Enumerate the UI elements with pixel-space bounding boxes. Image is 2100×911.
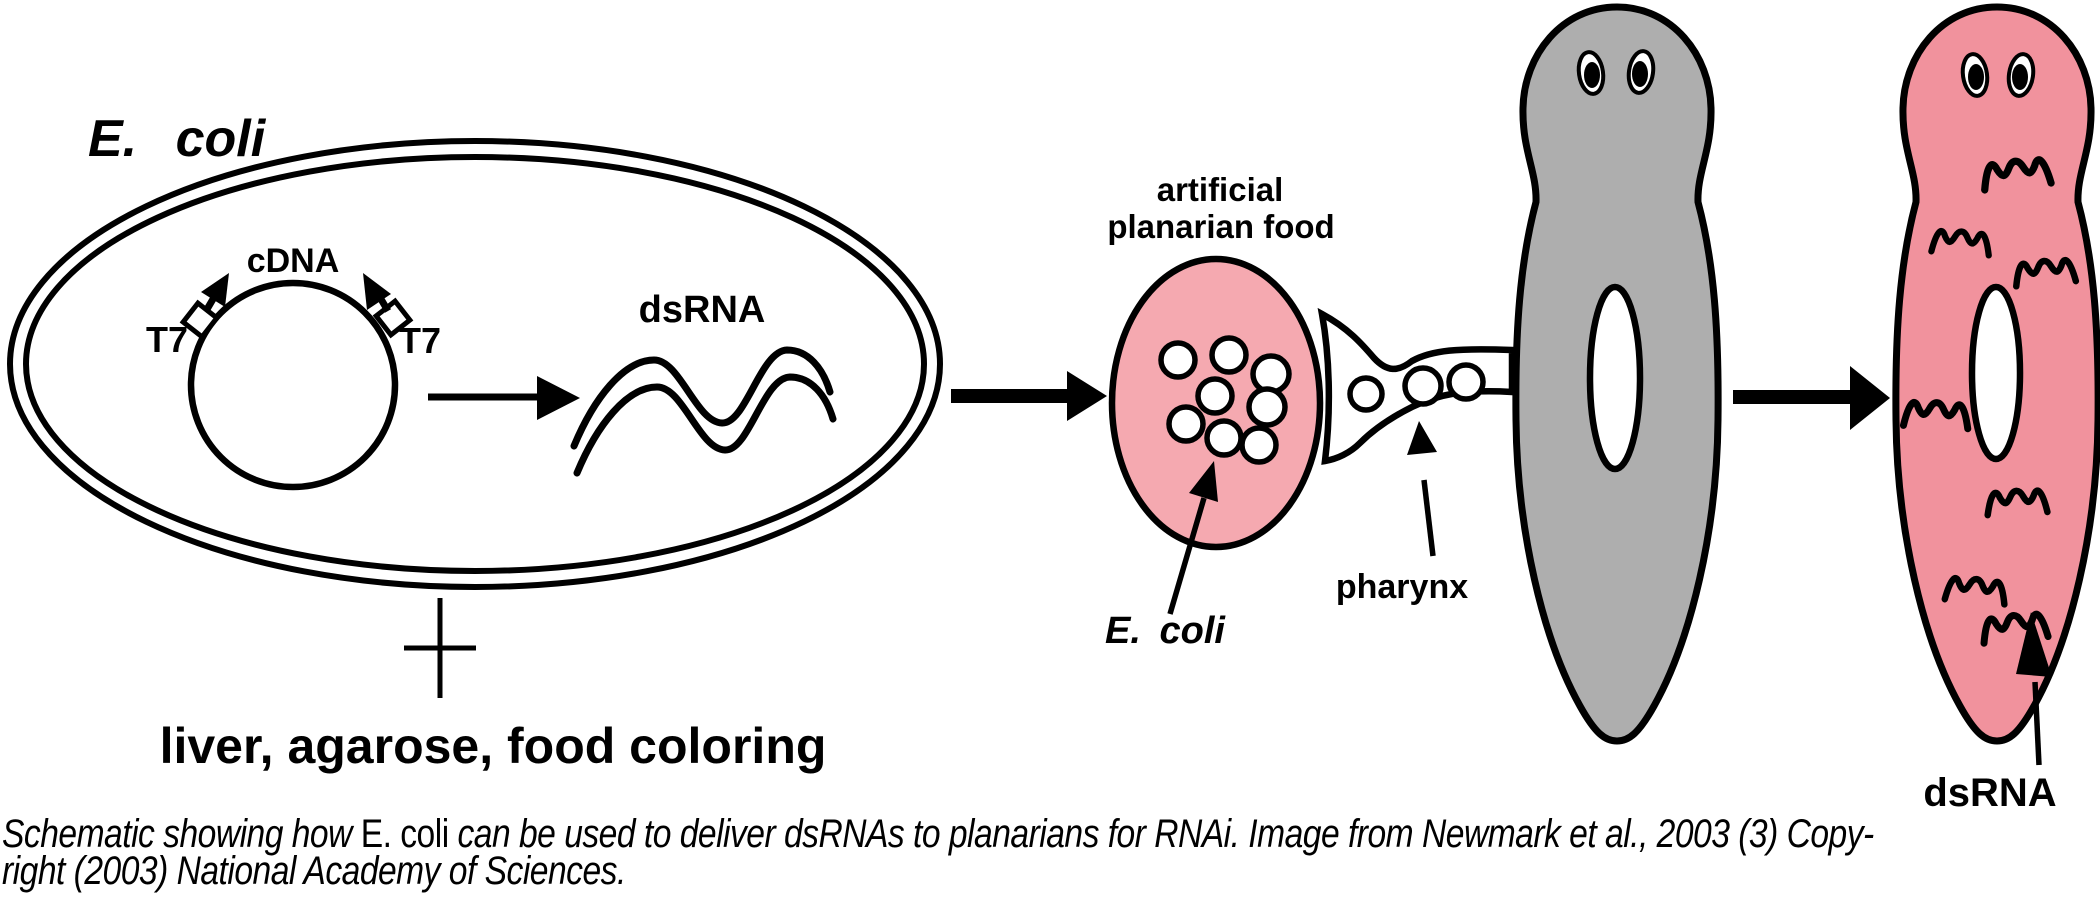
caption-line1-post: can be used to deliver dsRNAs to planari… [448, 812, 1874, 856]
pharynx-pointer-icon [1407, 421, 1437, 557]
worm-dsrna-label: dsRNA [1923, 771, 2056, 815]
planarian-pink [1892, 3, 2100, 745]
food-ecoli-pointer-icon [1167, 461, 1218, 615]
food-ecoli-label: E. coli [1105, 610, 1226, 652]
feeding-result-arrow-icon [1733, 366, 1890, 430]
pharynx-bacteria-dots [1347, 362, 1486, 413]
t7-promoter-right-icon [363, 273, 414, 339]
ecoli-cell-outline [7, 138, 943, 590]
plasmid-circle [187, 279, 399, 491]
t7-right-label: T7 [399, 320, 441, 361]
t7-left-label: T7 [146, 319, 188, 360]
t7-promoter-left-icon [179, 273, 229, 341]
mixture-label: liver, agarose, food coloring [160, 718, 827, 774]
figure-caption: Schematic showing how E. coli can be use… [2, 814, 2100, 893]
food-label-line2: planarian food [1107, 208, 1334, 245]
food-bacteria-dots [1158, 335, 1292, 465]
caption-line1: Schematic showing how E. coli can be use… [2, 814, 2100, 854]
caption-species: E. coli [360, 812, 449, 856]
cdna-label: cDNA [247, 242, 340, 280]
plus-symbol [404, 598, 476, 698]
food-blob [1108, 255, 1324, 551]
plasmid: cDNA T7 T7 [146, 242, 441, 491]
food-label-line1: artificial [1157, 171, 1284, 208]
gray-eyes-icon [1576, 49, 1656, 96]
dsrna-squiggles [1899, 156, 2080, 647]
dsrna-cell-label: dsRNA [639, 289, 766, 331]
pharynx-label: pharynx [1336, 568, 1468, 606]
transcription-arrow-icon [428, 376, 580, 420]
cell-to-food-arrow-icon [951, 371, 1107, 421]
gray-pharynx-opening [1586, 283, 1644, 473]
planarian-gray [1512, 3, 1722, 745]
pink-eyes-icon [1960, 52, 2036, 98]
caption-line1-pre: Schematic showing how [2, 812, 361, 856]
dsrna-strands [570, 346, 837, 477]
pharynx-tube [1317, 307, 1516, 465]
ecoli-cell-label: E. coli [88, 110, 267, 168]
pink-pharynx-opening [1968, 283, 2024, 463]
caption-line2: right (2003) National Academy of Science… [2, 849, 626, 893]
worm-dsrna-pointer-icon [2016, 612, 2052, 766]
